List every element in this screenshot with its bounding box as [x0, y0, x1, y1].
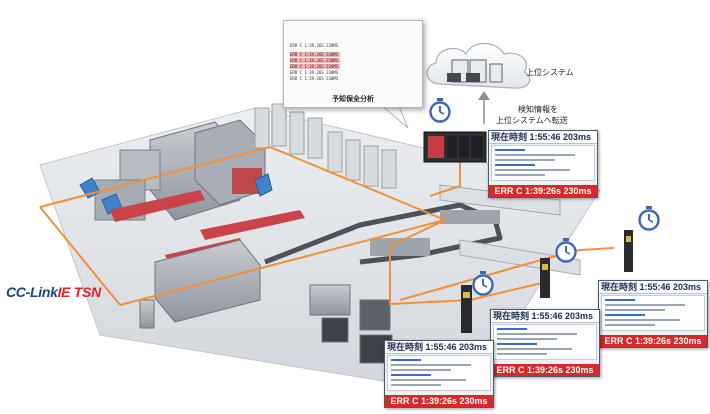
transfer-label-line1: 検知情報を: [518, 105, 558, 114]
log-line: ERR C 1:39.26S 230MS: [290, 70, 339, 75]
monitor-panel: 現在時刻 1:55:46 203ms ERR C 1:39:26s 230ms: [384, 340, 494, 408]
current-time: 現在時刻 1:55:46 203ms: [489, 131, 597, 144]
front-machines: [139, 239, 393, 364]
logo-part-a: CC-Link: [6, 284, 58, 300]
stopwatch-icon: [555, 238, 577, 263]
current-time: 現在時刻 1:55:46 203ms: [491, 310, 599, 323]
monitor-panel: 現在時刻 1:55:46 203ms ERR C 1:39:26s 230ms: [488, 130, 598, 198]
panel-body: [601, 295, 705, 331]
panel-body: [491, 145, 595, 181]
io-modules: [461, 230, 633, 333]
logo-part-b: IE TSN: [57, 284, 102, 300]
current-time: 現在時刻 1:55:46 203ms: [599, 281, 707, 294]
server-icon: [447, 59, 503, 83]
network-lines: [39, 146, 615, 306]
error-timestamp: ERR C 1:39:26s 230ms: [489, 185, 597, 197]
storage-tanks: [254, 103, 397, 189]
panel-body: [493, 324, 597, 360]
stopwatch-icon: [472, 271, 494, 296]
log-line: ERR C 1:39.26S 230MS: [290, 43, 339, 48]
log-line: ERR C 1:39.26S 230MS: [290, 64, 340, 69]
monitor-panel: 現在時刻 1:55:46 203ms ERR C 1:39:26s 230ms: [598, 280, 708, 348]
predictive-card-caption: 予知保全分析: [332, 95, 374, 103]
error-timestamp: ERR C 1:39:26s 230ms: [491, 364, 599, 376]
current-time: 現在時刻 1:55:46 203ms: [385, 341, 493, 354]
cc-link-ie-tsn-logo: CC-LinkIE TSN: [6, 284, 101, 300]
upper-system-label: 上位システム: [526, 68, 574, 77]
controller-device-icon: [423, 131, 487, 163]
press-machines: [94, 119, 266, 221]
panel-body: [387, 355, 491, 391]
arrow-up-icon: [478, 91, 490, 124]
log-line: ERR C 1:39.26S 230MS: [290, 76, 339, 81]
monitor-panel: 現在時刻 1:55:46 203ms ERR C 1:39:26s 230ms: [490, 309, 600, 377]
stopwatch-icon: [429, 98, 451, 123]
error-timestamp: ERR C 1:39:26s 230ms: [599, 335, 707, 347]
log-line: ERR C 1:39.26S 230MS: [290, 52, 340, 57]
stopwatch-icon: [638, 206, 660, 231]
transfer-label-line2: 上位システムへ転送: [496, 116, 568, 125]
predictive-maintenance-card: ERR C 1:39.26S 230MS ERR C 1:39.26S 230M…: [283, 20, 423, 108]
log-line: ERR C 1:39.26S 230MS: [290, 58, 340, 63]
error-timestamp: ERR C 1:39:26s 230ms: [385, 395, 493, 407]
